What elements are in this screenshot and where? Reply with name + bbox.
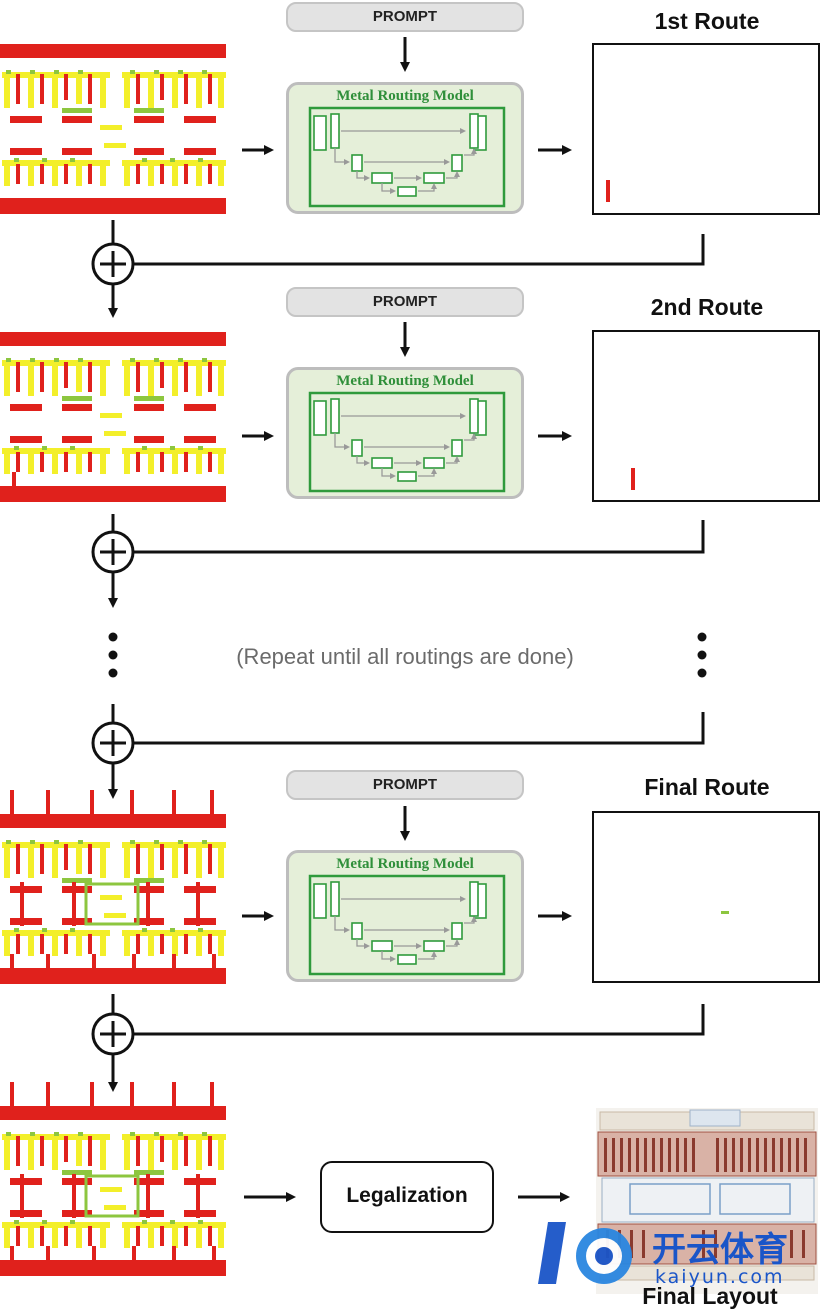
watermark-logo (538, 1222, 632, 1284)
feedback-line-1 (134, 234, 705, 266)
final-layout-label: Final Layout (642, 1283, 778, 1309)
ellipsis-right (697, 632, 707, 678)
watermark-en: kaiyun.com (655, 1266, 785, 1288)
prompt-box-1: PROMPT (286, 2, 524, 32)
prompt-box-final: PROMPT (286, 770, 524, 800)
plus-symbol-1 (91, 242, 135, 286)
plus-symbol-2 (91, 530, 135, 574)
route-title-2: 2nd Route (650, 294, 764, 320)
model-box-1: Metal Routing Model (286, 82, 524, 214)
model-title-1: Metal Routing Model (336, 88, 474, 104)
routed-layout-result (0, 1082, 226, 1276)
repeat-note: (Repeat until all routings are done) (236, 644, 574, 669)
input-layout-2 (0, 332, 226, 502)
route-box-1 (592, 43, 820, 215)
prompt-box-2: PROMPT (286, 287, 524, 317)
feedback-line-2 (134, 520, 705, 554)
model-title-2: Metal Routing Model (336, 373, 474, 389)
route-title-final: Final Route (644, 774, 770, 800)
plus-symbol-3 (91, 721, 135, 765)
route-box-final (592, 811, 820, 983)
ellipsis-left (108, 632, 118, 678)
final-layout-image (596, 1108, 818, 1294)
legalization-box: Legalization (320, 1161, 494, 1233)
feedback-line-3 (134, 712, 705, 745)
feedback-line-4 (134, 1004, 705, 1036)
watermark-cn: 开云体育 (652, 1231, 788, 1269)
model-box-2: Metal Routing Model (286, 367, 524, 499)
plus-symbol-4 (91, 1012, 135, 1056)
model-box-final: Metal Routing Model (286, 850, 524, 982)
route-title-1: 1st Route (654, 8, 760, 34)
model-title-final: Metal Routing Model (336, 856, 474, 872)
route-box-2 (592, 330, 820, 502)
input-layout-final (0, 790, 226, 984)
input-layout-1 (0, 44, 226, 214)
